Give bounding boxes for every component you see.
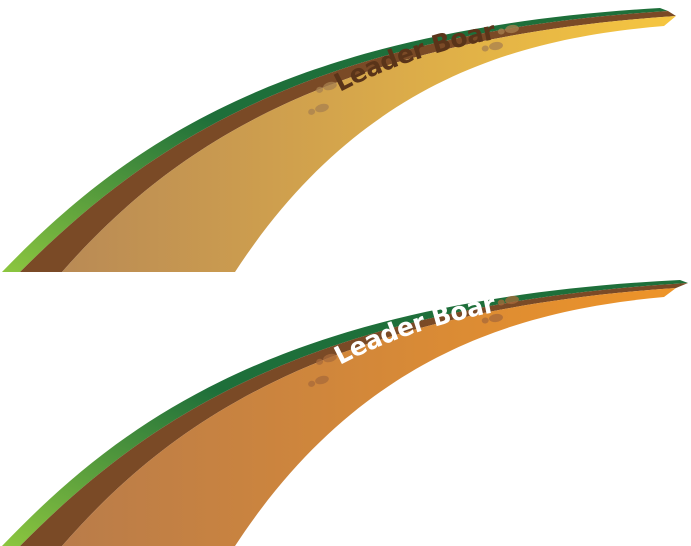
footprint-icon — [497, 24, 519, 35]
footprint-icon — [481, 41, 503, 52]
leader-board-banner-yellow[interactable]: Leader Board — [0, 0, 676, 272]
banner-body — [62, 16, 676, 272]
footprint-icon — [308, 375, 329, 387]
footprint-icon — [316, 353, 337, 365]
footprints — [308, 295, 519, 387]
footprint-icon — [481, 313, 503, 324]
banner-body — [62, 288, 676, 546]
footprint-icon — [316, 81, 337, 93]
banner-soil-edge — [20, 11, 676, 272]
footprint-icon — [308, 103, 329, 115]
banner-grass-edge — [2, 280, 688, 546]
footprint-icon — [497, 295, 519, 306]
footprints — [308, 24, 519, 115]
